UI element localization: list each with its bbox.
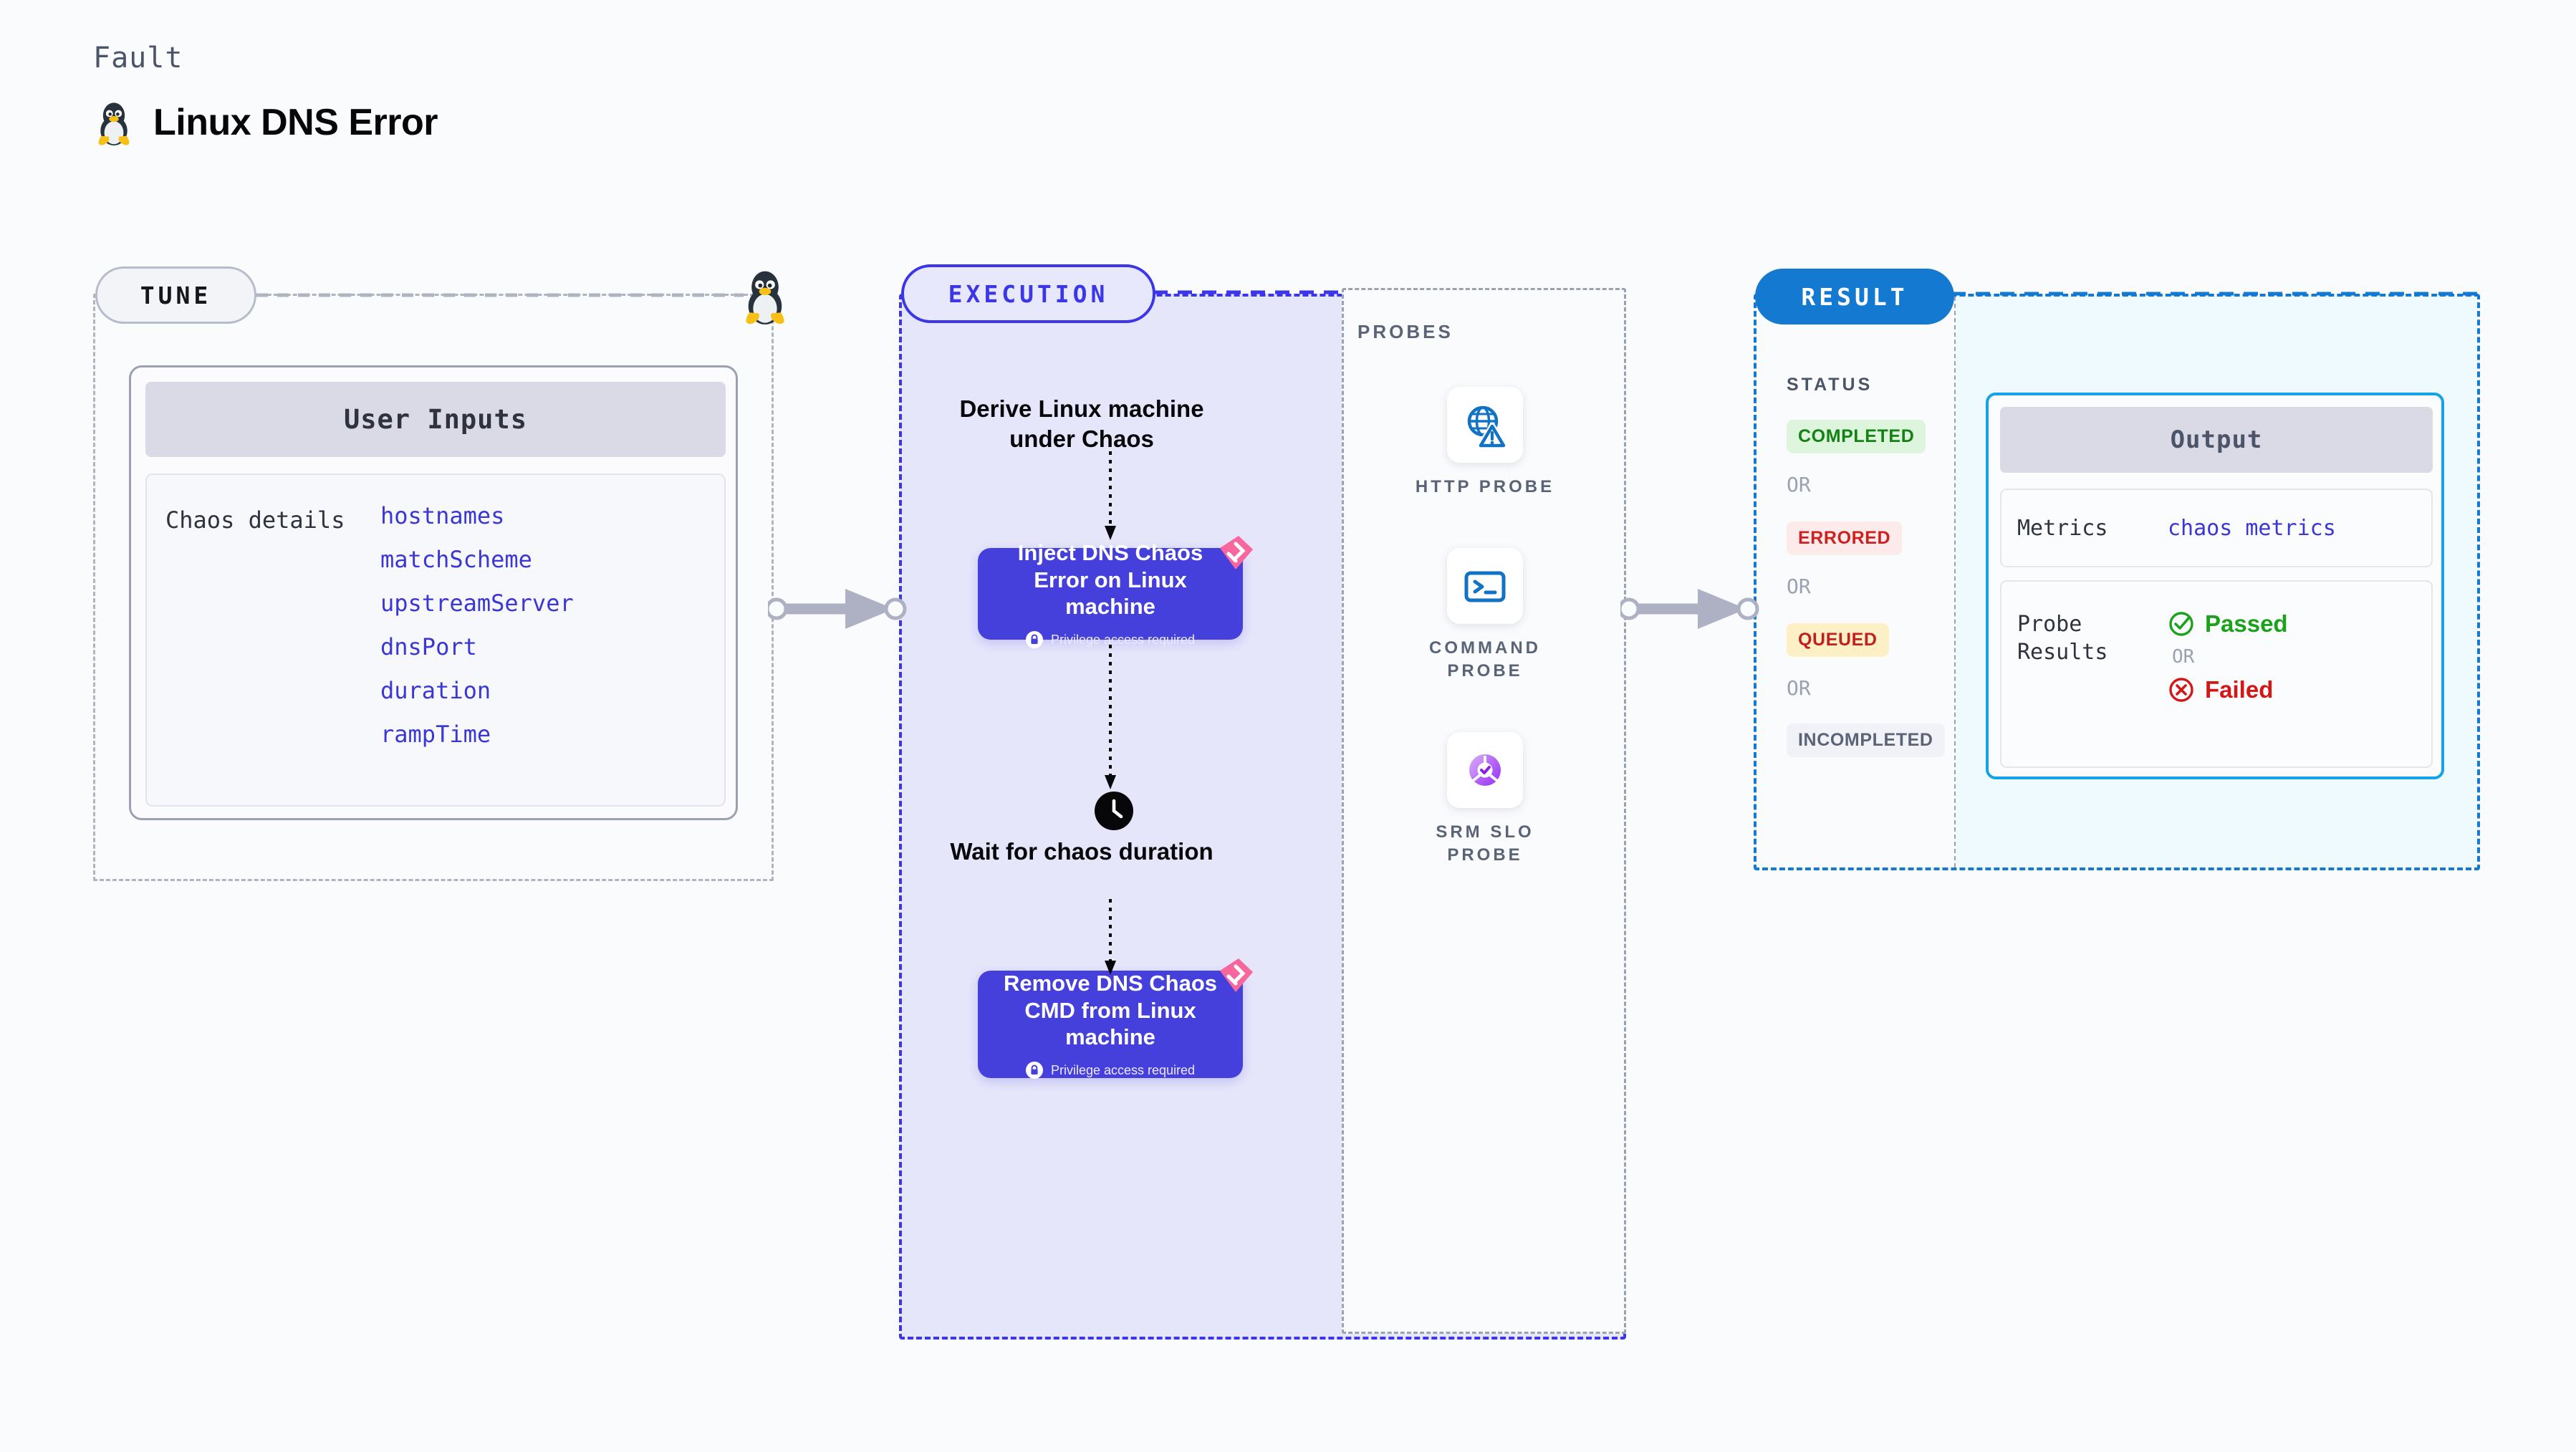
status-badge-queued[interactable]: QUEUED	[1787, 623, 1889, 657]
result-badge[interactable]: RESULT	[1755, 269, 1954, 324]
derive-step-label: Derive Linux machine under Chaos	[959, 395, 1204, 452]
output-metrics-value[interactable]: chaos metrics	[2168, 515, 2336, 541]
arrow-right-icon-probes-to-result	[1620, 589, 1759, 629]
chaos-details-label: Chaos details	[165, 506, 345, 534]
fault-kicker: Fault	[93, 42, 183, 74]
chaos-field-ramptime[interactable]: rampTime	[380, 721, 491, 748]
chaos-block-inject-title: Inject DNS Chaos Error on Linux machine	[1017, 539, 1203, 620]
arrow-down-icon-1	[1105, 451, 1116, 540]
chaos-field-matchscheme[interactable]: matchScheme	[380, 546, 532, 573]
probe-result-passed: Passed	[2168, 610, 2288, 638]
user-inputs-card: User Inputs Chaos details hostnames matc…	[129, 365, 738, 820]
status-or-3: OR	[1787, 676, 1811, 700]
probe-http[interactable]: HTTP PROBE	[1395, 387, 1575, 499]
x-circle-icon	[2169, 678, 2193, 702]
output-title: Output	[2170, 425, 2263, 454]
tune-badge[interactable]: TUNE	[95, 266, 256, 324]
output-metrics-row: Metrics chaos metrics	[2000, 489, 2433, 567]
chaos-block-inject-privilege-label: Privilege access required	[1050, 632, 1196, 647]
output-probe-key: Probe Results	[2017, 612, 2108, 665]
page-title-row: Linux DNS Error	[93, 99, 438, 146]
tune-tux-icon	[739, 266, 791, 329]
execution-badge[interactable]: EXECUTION	[901, 264, 1155, 323]
result-badge-label: RESULT	[1801, 282, 1908, 311]
user-inputs-header: User Inputs	[145, 382, 726, 457]
chaos-block-inject[interactable]: Inject DNS Chaos Error on Linux machine …	[978, 536, 1253, 649]
result-dashed-connector	[1951, 292, 2478, 296]
lock-icon	[1025, 1062, 1043, 1080]
chaos-field-duration[interactable]: duration	[380, 677, 491, 704]
slo-donut-check-icon	[1468, 753, 1501, 786]
probe-command-label: COMMAND PROBE	[1429, 638, 1541, 681]
probe-result-passed-label: Passed	[2205, 610, 2288, 637]
probe-result-failed-label: Failed	[2205, 676, 2274, 703]
status-badge-errored[interactable]: ERRORED	[1787, 521, 1903, 555]
chaos-block-remove-privilege: Privilege access required	[1025, 1062, 1196, 1080]
probe-srm-slo[interactable]: SRM SLO PROBE	[1395, 732, 1575, 867]
probe-command[interactable]: COMMAND PROBE	[1395, 548, 1575, 683]
probe-srm-slo-tile	[1447, 732, 1523, 808]
status-badge-completed[interactable]: COMPLETED	[1787, 420, 1926, 453]
litmus-logo-icon	[1220, 958, 1253, 992]
tux-penguin-icon	[98, 102, 130, 146]
chaos-field-hostnames[interactable]: hostnames	[380, 502, 505, 529]
page-header: Fault Linux DNS Error	[93, 42, 438, 146]
chaos-field-dnsport[interactable]: dnsPort	[380, 633, 477, 660]
wait-step-label: Wait for chaos duration	[950, 838, 1213, 865]
chaos-block-inject-privilege: Privilege access required	[1025, 631, 1196, 649]
output-metrics-key: Metrics	[2017, 515, 2108, 541]
chaos-block-remove-title: Remove DNS Chaos CMD from Linux machine	[1003, 970, 1218, 1050]
output-probe-results-row: Probe Results Passed OR Failed	[2000, 580, 2433, 768]
status-or-1: OR	[1787, 473, 1811, 496]
chaos-fields-list: hostnames matchScheme upstreamServer dns…	[380, 502, 574, 805]
tune-dashed-connector	[256, 293, 744, 297]
status-label: STATUS	[1787, 375, 1873, 395]
probe-command-tile	[1447, 548, 1523, 624]
clock-icon	[1095, 792, 1133, 830]
user-inputs-title: User Inputs	[343, 404, 528, 435]
check-circle-icon	[2169, 612, 2193, 636]
arrow-right-icon-tune-to-execution	[768, 589, 907, 629]
result-panel	[1754, 294, 2480, 870]
chaos-block-remove[interactable]: Remove DNS Chaos CMD from Linux machine …	[978, 958, 1253, 1080]
probe-result-failed: Failed	[2168, 676, 2288, 703]
status-or-2: OR	[1787, 574, 1811, 598]
probe-http-label: HTTP PROBE	[1415, 477, 1555, 496]
status-badge-incompleted[interactable]: INCOMPLETED	[1787, 723, 1945, 757]
chaos-details-box: Chaos details hostnames matchScheme upst…	[145, 473, 726, 807]
result-status-region	[1756, 297, 1956, 867]
probe-srm-slo-label: SRM SLO PROBE	[1436, 822, 1534, 865]
execution-badge-label: EXECUTION	[948, 279, 1109, 308]
arrow-down-icon-3	[1105, 899, 1116, 975]
probe-http-tile	[1447, 387, 1523, 463]
output-card: Output Metrics chaos metrics Probe Resul…	[1986, 393, 2444, 779]
output-header: Output	[2000, 407, 2433, 473]
page-title: Linux DNS Error	[153, 102, 438, 143]
probes-label: PROBES	[1357, 321, 1453, 342]
output-probe-values: Passed OR Failed	[2168, 610, 2288, 766]
litmus-logo-icon	[1220, 536, 1253, 569]
tune-badge-label: TUNE	[140, 281, 212, 309]
lock-icon	[1025, 631, 1043, 649]
chaos-field-upstreamserver[interactable]: upstreamServer	[380, 590, 574, 617]
clock-icon-wrapper	[1095, 792, 1133, 834]
terminal-icon	[1464, 571, 1506, 602]
arrow-down-icon-2	[1105, 645, 1116, 789]
globe-warning-icon	[1467, 405, 1508, 448]
chaos-block-remove-privilege-label: Privilege access required	[1050, 1062, 1196, 1077]
probe-result-or: OR	[2172, 646, 2195, 668]
